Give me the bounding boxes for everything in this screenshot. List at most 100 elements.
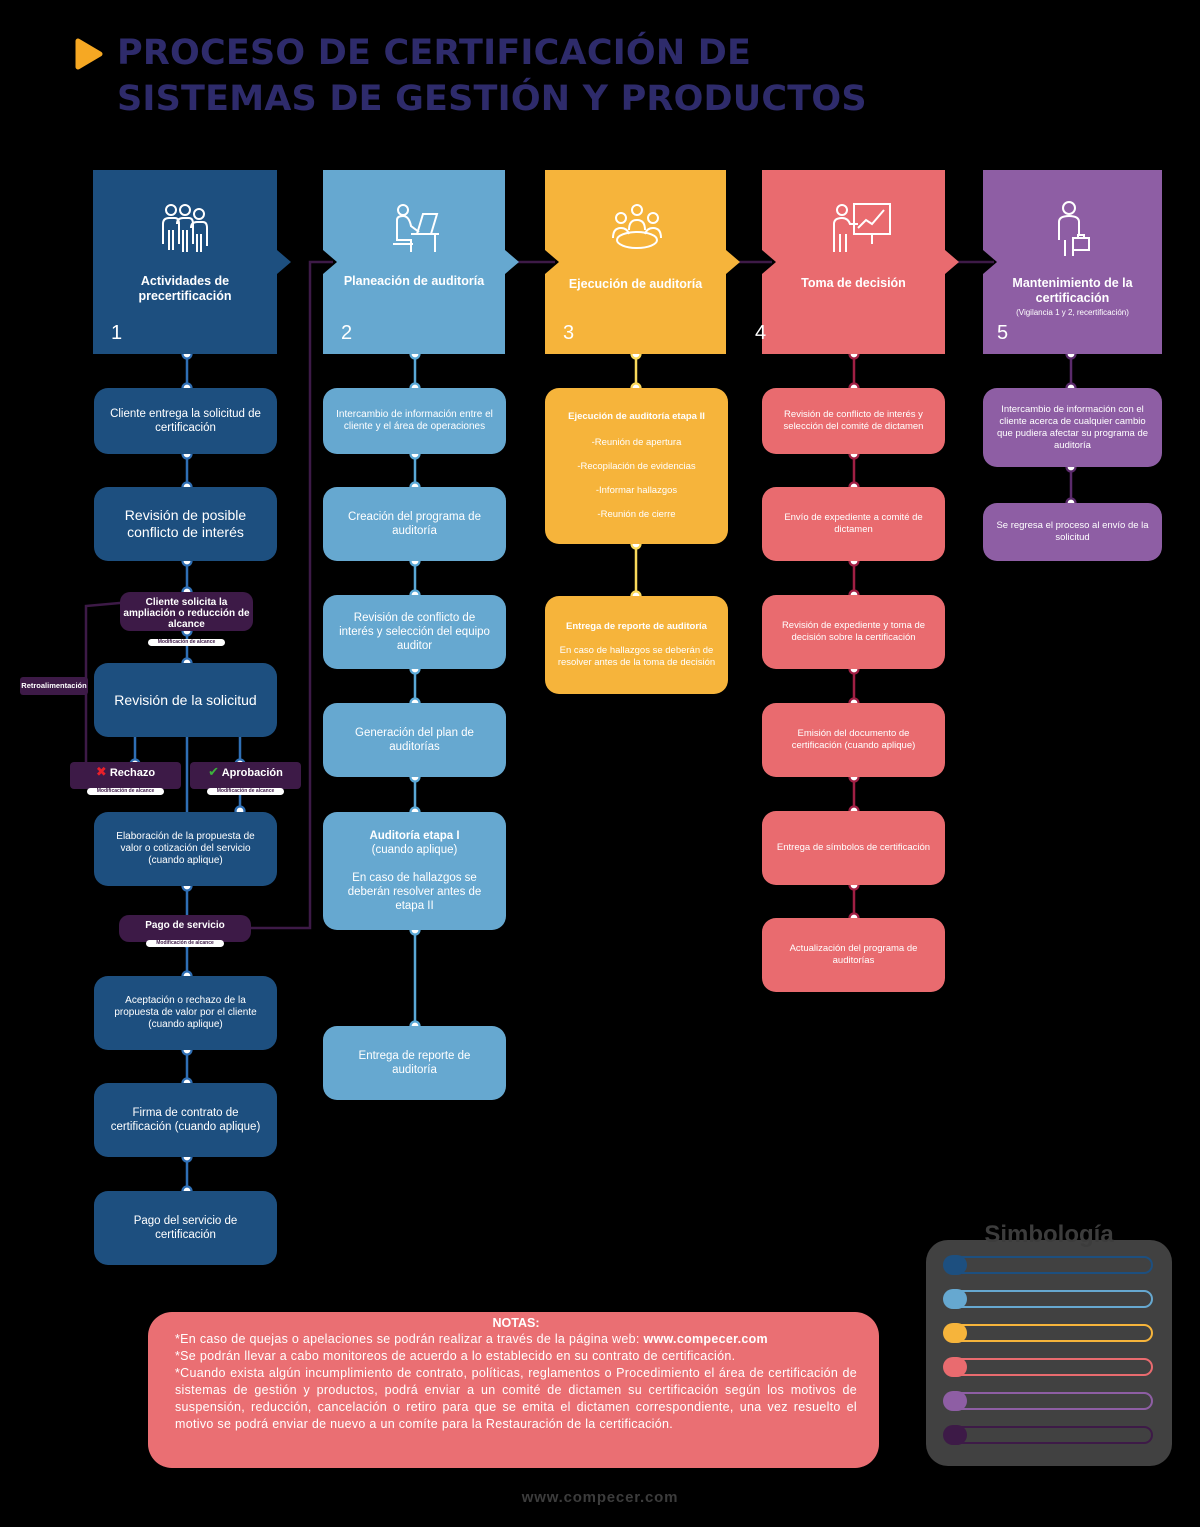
step-text: Actualización del programa de auditorías	[789, 943, 918, 966]
desk-planning-icon	[393, 204, 439, 252]
step-text: Revisión de conflicto de interés y selec…	[783, 409, 924, 432]
audit-report-body: En caso de hallazgos se deberán de resol…	[557, 645, 716, 668]
step-audit-program-creation: Creación del programa de auditoría	[323, 487, 506, 561]
legend-row	[943, 1425, 1153, 1445]
stage-5-title: Mantenimiento de la certificación	[1012, 276, 1133, 305]
scope-modification-tag: Modificación de alcance	[147, 639, 226, 646]
legend-swatch	[943, 1289, 967, 1309]
group-icon	[162, 204, 208, 252]
stage-1-title: Actividades de precertificación	[138, 274, 232, 303]
step-text: Revisión de posible conflicto de interés	[124, 507, 247, 540]
notes-panel: NOTAS: *En caso de quejas o apelaciones …	[148, 1312, 879, 1468]
step-text: Emisión del documento de certificación (…	[791, 728, 916, 751]
stage-1-number: 1	[111, 322, 123, 344]
note-complaints-text: *En caso de quejas o apelaciones se podr…	[175, 1332, 644, 1346]
stage-2-number: 2	[341, 322, 353, 344]
play-arrow-icon	[75, 38, 103, 70]
person-briefcase-icon	[1058, 201, 1090, 256]
audit-stage-1-subtitle: (cuando aplique)	[371, 844, 458, 856]
step-value-proposal: Elaboración de la propuesta de valor o c…	[94, 812, 277, 886]
stage-4-title: Toma de decisión	[801, 276, 906, 290]
stage-4-header: Toma de decisión 4	[755, 170, 959, 354]
note-complaints: *En caso de quejas o apelaciones se podr…	[175, 1331, 857, 1348]
stage-1-header: Actividades de precertificación 1	[93, 170, 291, 354]
audit-stage-2-item: -Reunión de cierre	[597, 509, 676, 520]
step-change-information-exchange: Intercambio de información con el client…	[983, 388, 1162, 467]
note-website-link[interactable]: www.compecer.com	[643, 1332, 768, 1346]
step-audit-stage-2: Ejecución de auditoría etapa II -Reunión…	[545, 388, 728, 544]
notes-heading: NOTAS:	[492, 1316, 540, 1330]
step-committee-selection: Revisión de conflicto de interés y selec…	[762, 388, 945, 454]
step-audit-plan-generation: Generación del plan de auditorías	[323, 703, 506, 777]
step-text: Entrega de reporte de auditoría	[358, 1050, 471, 1076]
step-service-payment: Pago del servicio de certificación	[94, 1191, 277, 1265]
legend-title: Simbología	[984, 1221, 1114, 1248]
reject-pill: ✖ Rechazo Modificación de alcance	[70, 762, 181, 795]
stage-5-number: 5	[997, 322, 1009, 344]
stage-3-number: 3	[563, 322, 575, 344]
stage-2-header: Planeación de auditoría 2	[323, 170, 519, 354]
checkmark-icon: ✔	[208, 764, 220, 779]
approve-label: Aprobación	[221, 767, 283, 779]
presentation-board-icon	[833, 203, 891, 252]
legend-row	[943, 1255, 1153, 1275]
stage-1-header-shape	[93, 170, 291, 354]
page-title-line-1: PROCESO DE CERTIFICACIÓN DE	[117, 33, 752, 73]
audit-stage-1-body: En caso de hallazgos se deberán resolver…	[347, 872, 482, 912]
payment-modification-tag: Modificación de alcance	[146, 940, 224, 947]
legend-row	[943, 1289, 1153, 1309]
step-text: Firma de contrato de certificación (cuan…	[110, 1107, 261, 1133]
step-application-review: Revisión de la solicitud	[94, 663, 277, 737]
payment-label: Pago de servicio	[145, 920, 225, 931]
step-text: Revisión de conflicto de interés y selec…	[339, 612, 490, 652]
reject-modification-tag: Modificación de alcance	[86, 788, 165, 795]
audit-stage-2-item: -Reunión de apertura	[591, 437, 682, 448]
meeting-table-icon	[612, 204, 662, 249]
stage-3-header: Ejecución de auditoría 3	[545, 170, 740, 354]
step-proposal-acceptance: Aceptación o rechazo de la propuesta de …	[94, 976, 277, 1050]
legend-swatch	[943, 1391, 967, 1411]
step-return-to-application: Se regresa el proceso al envío de la sol…	[983, 503, 1162, 561]
footer-url[interactable]: www.compecer.com	[521, 1489, 679, 1506]
step-text: Aceptación o rechazo de la propuesta de …	[114, 995, 257, 1030]
step-text: Generación del plan de auditorías	[355, 727, 474, 753]
step-text: Intercambio de información con el client…	[996, 403, 1149, 451]
step-text: Creación del programa de auditoría	[348, 511, 481, 537]
step-text: Pago del servicio de certificación	[133, 1215, 238, 1241]
step-text: Revisión de la solicitud	[114, 691, 257, 708]
stage-3-header-shape	[545, 170, 740, 354]
stage-2-title: Planeación de auditoría	[343, 274, 485, 288]
legend-row	[943, 1357, 1153, 1377]
scope-request-pill: Cliente solicita la ampliación o reducci…	[120, 592, 253, 646]
scope-request-label: Cliente solicita la ampliación o reducci…	[123, 597, 250, 630]
legend-row	[943, 1323, 1153, 1343]
legend-swatch	[943, 1425, 967, 1445]
stage-4-header-shape	[762, 170, 959, 354]
legend-swatch	[943, 1357, 967, 1377]
approve-modification-tag: Modificación de alcance	[206, 788, 285, 795]
stage-3-title: Ejecución de auditoría	[568, 277, 703, 291]
step-text: Envío de expediente a comité de dictamen	[784, 512, 923, 535]
approve-pill: ✔ Aprobación Modificación de alcance	[190, 762, 301, 795]
page-title-line-2: SISTEMAS DE GESTIÓN Y PRODUCTOS	[117, 79, 867, 119]
step-text: Entrega de símbolos de certificación	[776, 842, 931, 853]
step-contract-signing: Firma de contrato de certificación (cuan…	[94, 1083, 277, 1157]
step-audit-program-update: Actualización del programa de auditorías	[762, 918, 945, 992]
audit-stage-2-item: -Informar hallazgos	[595, 485, 678, 496]
step-audit-stage-1: Auditoría etapa I (cuando aplique) En ca…	[323, 812, 506, 930]
step-text: Intercambio de información entre el clie…	[336, 409, 493, 432]
audit-stage-1-title: Auditoría etapa I	[369, 830, 460, 842]
legend-row	[943, 1391, 1153, 1411]
step-text: Cliente entrega la solicitud de certific…	[110, 408, 261, 434]
payment-pill: Pago de servicio Modificación de alcance	[119, 915, 251, 947]
stage-5-header: Mantenimiento de la certificación (Vigil…	[983, 170, 1162, 354]
legend-swatch	[943, 1255, 967, 1275]
step-audit-report-delivery: Entrega de reporte de auditoría	[323, 1026, 506, 1100]
audit-report-title: Entrega de reporte de auditoría	[566, 621, 707, 632]
step-auditor-team-selection: Revisión de conflicto de interés y selec…	[323, 595, 506, 669]
step-audit-report-delivery-stage-2: Entrega de reporte de auditoría En caso …	[545, 596, 728, 694]
stage-2-header-shape	[323, 170, 519, 354]
step-client-submits-application: Cliente entrega la solicitud de certific…	[94, 388, 277, 454]
step-file-sent-to-committee: Envío de expediente a comité de dictamen	[762, 487, 945, 561]
note-noncompliance: *Cuando exista algún incumplimiento de c…	[175, 1366, 857, 1431]
